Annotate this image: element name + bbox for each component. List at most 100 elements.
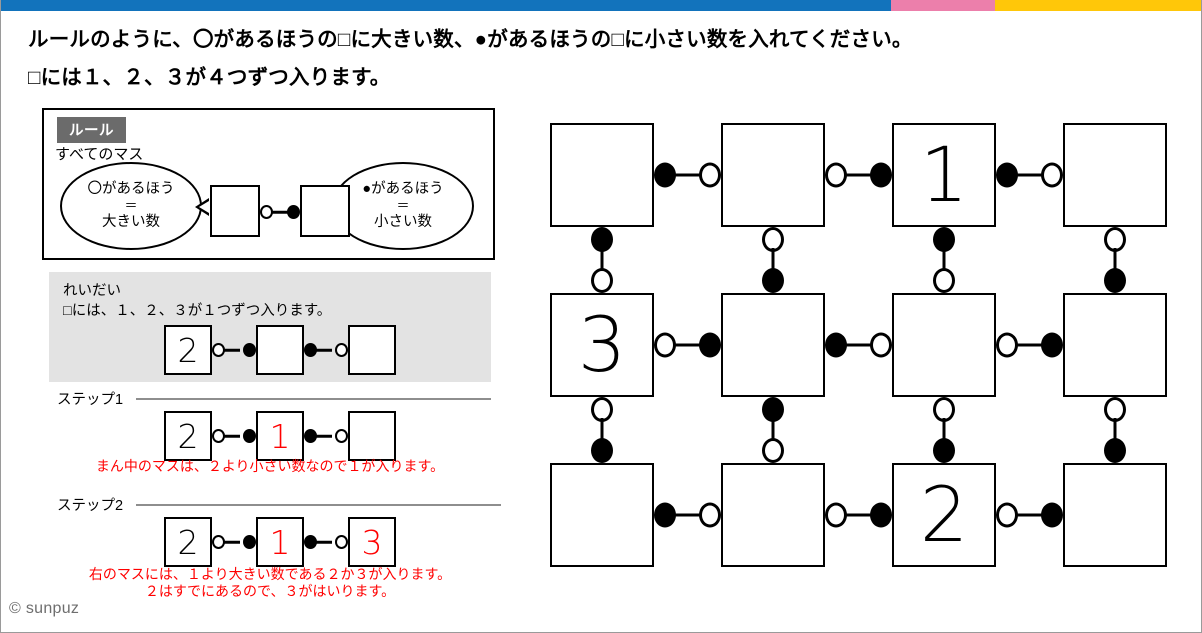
connector-line bbox=[1017, 513, 1042, 517]
rule-bubble-left-tail-inner bbox=[199, 201, 209, 213]
puzzle-cell-r0c3[interactable] bbox=[1063, 123, 1167, 227]
connector-line bbox=[675, 173, 700, 177]
puzzle-hconnector-r1c0 bbox=[654, 332, 721, 358]
rule-bubble-left-line1: 〇があるほう bbox=[87, 181, 175, 198]
step-2-caption-line-2: ２はすでにあるので、３がはいります。 bbox=[144, 583, 396, 599]
puzzle-cell-r1c1[interactable] bbox=[721, 293, 825, 397]
connector-line bbox=[272, 210, 288, 214]
filled-circle-icon bbox=[699, 332, 721, 358]
puzzle-hconnector-r1c2 bbox=[996, 332, 1063, 358]
puzzle-hconnector-r2c1 bbox=[825, 502, 892, 528]
example-cell-2[interactable] bbox=[348, 325, 396, 375]
filled-circle-icon bbox=[870, 162, 892, 188]
filled-circle-icon bbox=[654, 162, 676, 188]
rule-example-cell-right[interactable] bbox=[300, 185, 350, 237]
connector-line bbox=[1113, 248, 1117, 272]
connector-line bbox=[316, 348, 332, 352]
topbar-segment-yellow bbox=[995, 0, 1201, 11]
puzzle-cell-r2c3[interactable] bbox=[1063, 463, 1167, 567]
open-circle-icon bbox=[335, 343, 348, 357]
step-1-cell-0[interactable]: 2 bbox=[164, 411, 212, 461]
connector-line bbox=[316, 434, 332, 438]
open-circle-icon bbox=[996, 502, 1018, 528]
connector-line bbox=[224, 348, 240, 352]
example-cell-1[interactable] bbox=[256, 325, 304, 375]
connector-line bbox=[600, 248, 604, 272]
step-2-connector-1 bbox=[304, 534, 348, 550]
puzzle-vconnector-r1c1 bbox=[761, 397, 785, 463]
step-2-cell-0[interactable]: 2 bbox=[164, 517, 212, 567]
puzzle-cell-r0c2[interactable]: 1 bbox=[892, 123, 996, 227]
puzzle-cell-r0c0[interactable] bbox=[550, 123, 654, 227]
connector-line bbox=[846, 513, 871, 517]
example-description: □には、１、２、３が１つずつ入ります。 bbox=[63, 303, 332, 319]
connector-line bbox=[224, 434, 240, 438]
puzzle-cell-r1c2[interactable] bbox=[892, 293, 996, 397]
open-circle-icon bbox=[654, 332, 676, 358]
puzzle-hconnector-r2c0 bbox=[654, 502, 721, 528]
open-circle-icon bbox=[591, 268, 613, 293]
step-1-cell-1[interactable]: 1 bbox=[256, 411, 304, 461]
puzzle-vconnector-r0c1 bbox=[761, 227, 785, 293]
filled-circle-icon bbox=[243, 343, 256, 357]
example-connector-1 bbox=[304, 342, 348, 358]
connector-line bbox=[846, 173, 871, 177]
example-cell-0[interactable]: 2 bbox=[164, 325, 212, 375]
filled-circle-icon bbox=[591, 438, 613, 463]
step-1-cell-2[interactable] bbox=[348, 411, 396, 461]
puzzle-hconnector-r0c1 bbox=[825, 162, 892, 188]
step-2-chain: 2 1 3 bbox=[164, 517, 396, 567]
connector-line bbox=[1113, 418, 1117, 442]
top-color-bar bbox=[1, 0, 1201, 11]
connector-line bbox=[846, 343, 871, 347]
connector-line bbox=[600, 418, 604, 442]
rule-example-cell-left[interactable] bbox=[210, 185, 260, 237]
filled-circle-icon bbox=[287, 205, 300, 219]
puzzle-cell-r0c1[interactable] bbox=[721, 123, 825, 227]
filled-circle-icon bbox=[243, 429, 256, 443]
filled-circle-icon bbox=[1041, 332, 1063, 358]
example-title: れいだい bbox=[63, 283, 121, 299]
connector-line bbox=[771, 418, 775, 442]
step-1-rule-line bbox=[136, 398, 491, 400]
connector-line bbox=[942, 248, 946, 272]
puzzle-cell-r2c0[interactable] bbox=[550, 463, 654, 567]
instruction-line-2: □には１、２、３が４つずつ入ります。 bbox=[28, 66, 391, 89]
step-2-cell-2[interactable]: 3 bbox=[348, 517, 396, 567]
filled-circle-icon bbox=[654, 502, 676, 528]
puzzle-hconnector-r0c0 bbox=[654, 162, 721, 188]
step-1-chain: 2 1 bbox=[164, 411, 396, 461]
puzzle-cell-r2c1[interactable] bbox=[721, 463, 825, 567]
filled-circle-icon bbox=[996, 162, 1018, 188]
step-2-cell-1[interactable]: 1 bbox=[256, 517, 304, 567]
connector-line bbox=[675, 343, 700, 347]
rule-badge: ルール bbox=[57, 117, 126, 143]
open-circle-icon bbox=[933, 268, 955, 293]
puzzle-vconnector-r1c2 bbox=[932, 397, 956, 463]
filled-circle-icon bbox=[1041, 502, 1063, 528]
puzzle-vconnector-r1c0 bbox=[590, 397, 614, 463]
puzzle-hconnector-r2c2 bbox=[996, 502, 1063, 528]
open-circle-icon bbox=[699, 162, 721, 188]
step-2-connector-0 bbox=[212, 534, 256, 550]
rule-bubble-right-line1: ●があるほう bbox=[362, 181, 444, 198]
puzzle-cell-r2c2[interactable]: 2 bbox=[892, 463, 996, 567]
connector-line bbox=[1017, 343, 1042, 347]
filled-circle-icon bbox=[870, 502, 892, 528]
rule-connector bbox=[260, 205, 300, 219]
puzzle-cell-r1c0[interactable]: 3 bbox=[550, 293, 654, 397]
example-chain: 2 bbox=[164, 325, 396, 375]
step-1-caption: まん中のマスは、２より小さい数なので１が入ります。 bbox=[95, 458, 445, 474]
connector-line bbox=[1017, 173, 1042, 177]
step-1-label: ステップ1 bbox=[57, 392, 124, 408]
open-circle-icon bbox=[825, 502, 847, 528]
rule-bubble-right: ●があるほう ＝ 小さい数 bbox=[332, 162, 474, 250]
puzzle-vconnector-r0c0 bbox=[590, 227, 614, 293]
rule-bubble-left: 〇があるほう ＝ 大きい数 bbox=[60, 162, 202, 250]
filled-circle-icon bbox=[1104, 438, 1126, 463]
rule-bubble-left-line3: 大きい数 bbox=[102, 213, 160, 230]
connector-line bbox=[675, 513, 700, 517]
puzzle-cell-r1c3[interactable] bbox=[1063, 293, 1167, 397]
open-circle-icon bbox=[996, 332, 1018, 358]
